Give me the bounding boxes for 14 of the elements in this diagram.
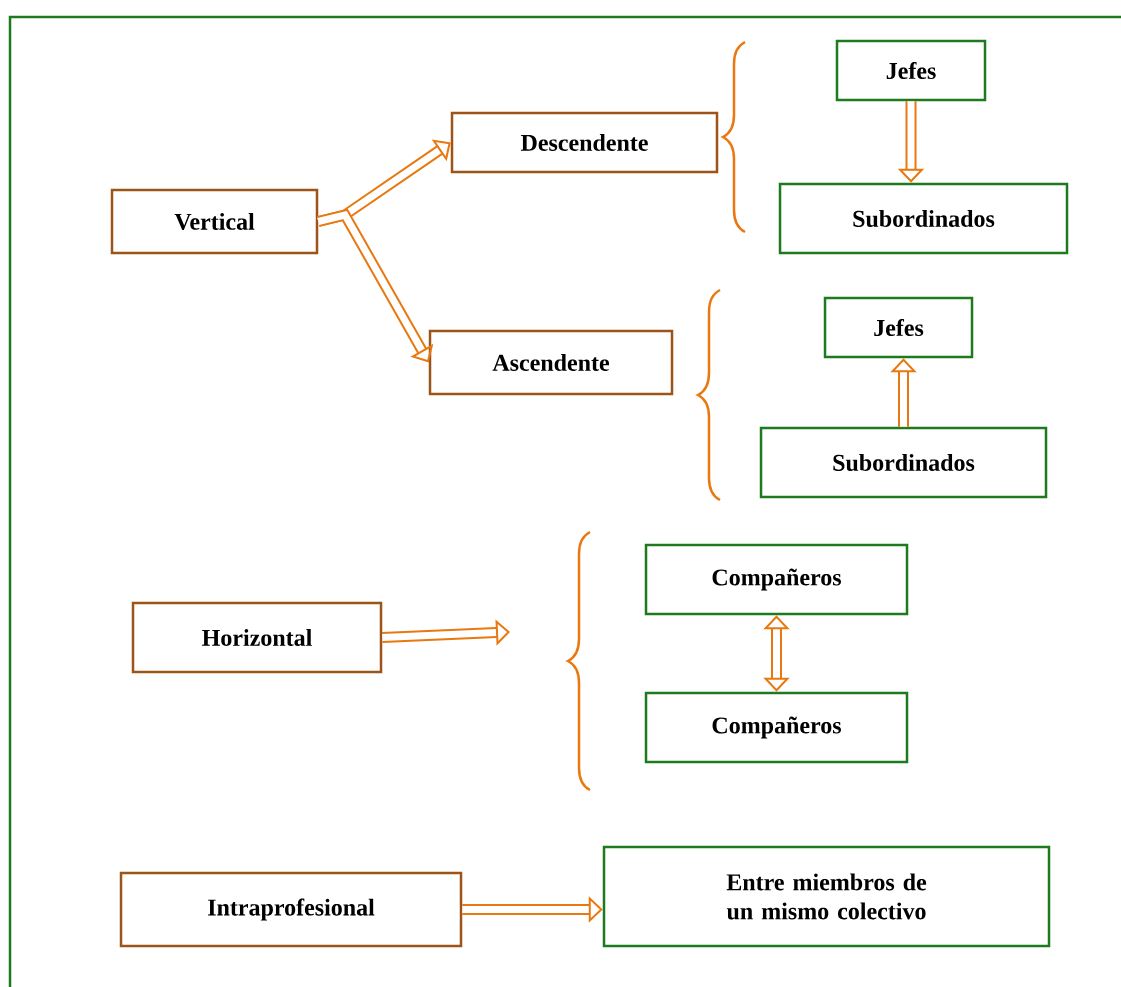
block-arrow bbox=[316, 208, 434, 363]
text-box: Jefes bbox=[823, 296, 974, 359]
text-box: Compañeros bbox=[644, 691, 909, 764]
text-box: Compañeros bbox=[644, 543, 909, 616]
text-box: Subordinados bbox=[759, 426, 1048, 499]
text-box: Entre miembros de un mismo colectivo bbox=[602, 845, 1051, 948]
text-box: Jefes bbox=[835, 39, 987, 102]
text-box: Vertical bbox=[110, 188, 319, 255]
text-box: Subordinados bbox=[778, 182, 1069, 255]
text-box: Intraprofesional bbox=[119, 871, 463, 948]
text-box: Descendente bbox=[450, 111, 719, 174]
text-box: Horizontal bbox=[131, 601, 383, 674]
block-arrow bbox=[763, 615, 790, 692]
text-box: Ascendente bbox=[428, 329, 674, 396]
